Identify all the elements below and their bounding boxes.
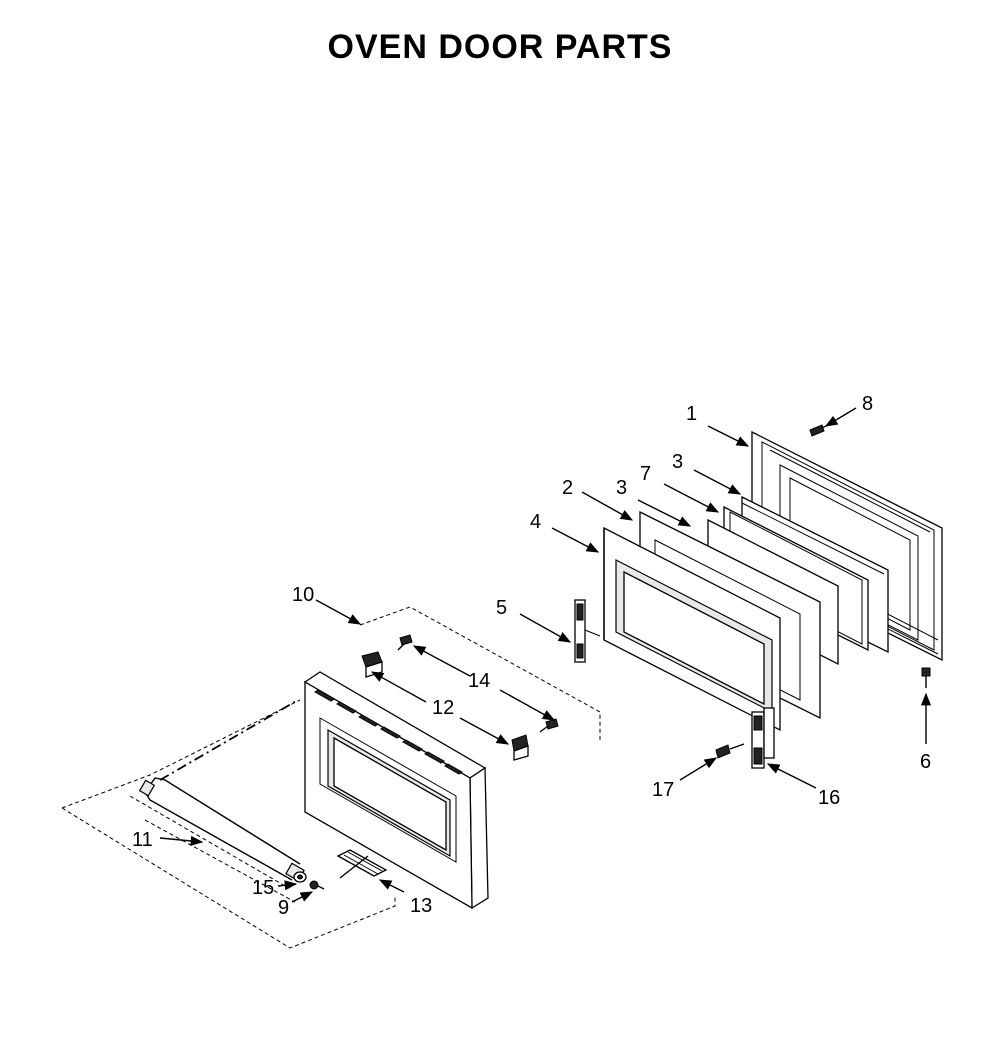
callout-3-front: 3 [616, 477, 627, 499]
part-15-handle-mount [293, 871, 307, 883]
part-6-screw [921, 667, 931, 688]
callout-14: 14 [468, 670, 490, 692]
callout-6: 6 [920, 751, 931, 773]
part-14-screw-upper [397, 634, 413, 651]
door-vent-slots [314, 689, 463, 775]
callout-3-rear: 3 [672, 451, 683, 473]
part-14-screw-lower [539, 718, 559, 733]
callout-12: 12 [432, 697, 454, 719]
part-4-door-frame [603, 526, 781, 732]
callout-9: 9 [278, 897, 289, 919]
callout-13: 13 [410, 895, 432, 917]
page-title: OVEN DOOR PARTS [327, 28, 673, 66]
callout-1: 1 [686, 403, 697, 425]
callout-16: 16 [818, 787, 840, 809]
part-11-door-handle [138, 777, 305, 882]
callout-4: 4 [530, 511, 541, 533]
callout-2: 2 [562, 477, 573, 499]
part-16-door-hinge-right [751, 707, 775, 769]
part-13-nameplate [336, 849, 388, 877]
part-5-door-hinge-left [574, 599, 601, 663]
leader-arrows [159, 407, 932, 903]
part-12-bracket-right [511, 734, 529, 761]
callout-15: 15 [252, 877, 274, 899]
part-9-screw [309, 880, 325, 890]
callout-10: 10 [292, 584, 314, 606]
callout-17: 17 [652, 779, 674, 801]
callout-8: 8 [862, 393, 873, 415]
part-10-outer-door-outline [61, 606, 601, 949]
part-12-bracket-left [361, 651, 383, 678]
outer-door-panel [303, 671, 489, 910]
callout-5: 5 [496, 597, 507, 619]
callout-7: 7 [640, 463, 651, 485]
callout-11: 11 [132, 829, 153, 851]
handle-alignment-line [159, 699, 299, 781]
part-17-screw [715, 743, 745, 759]
